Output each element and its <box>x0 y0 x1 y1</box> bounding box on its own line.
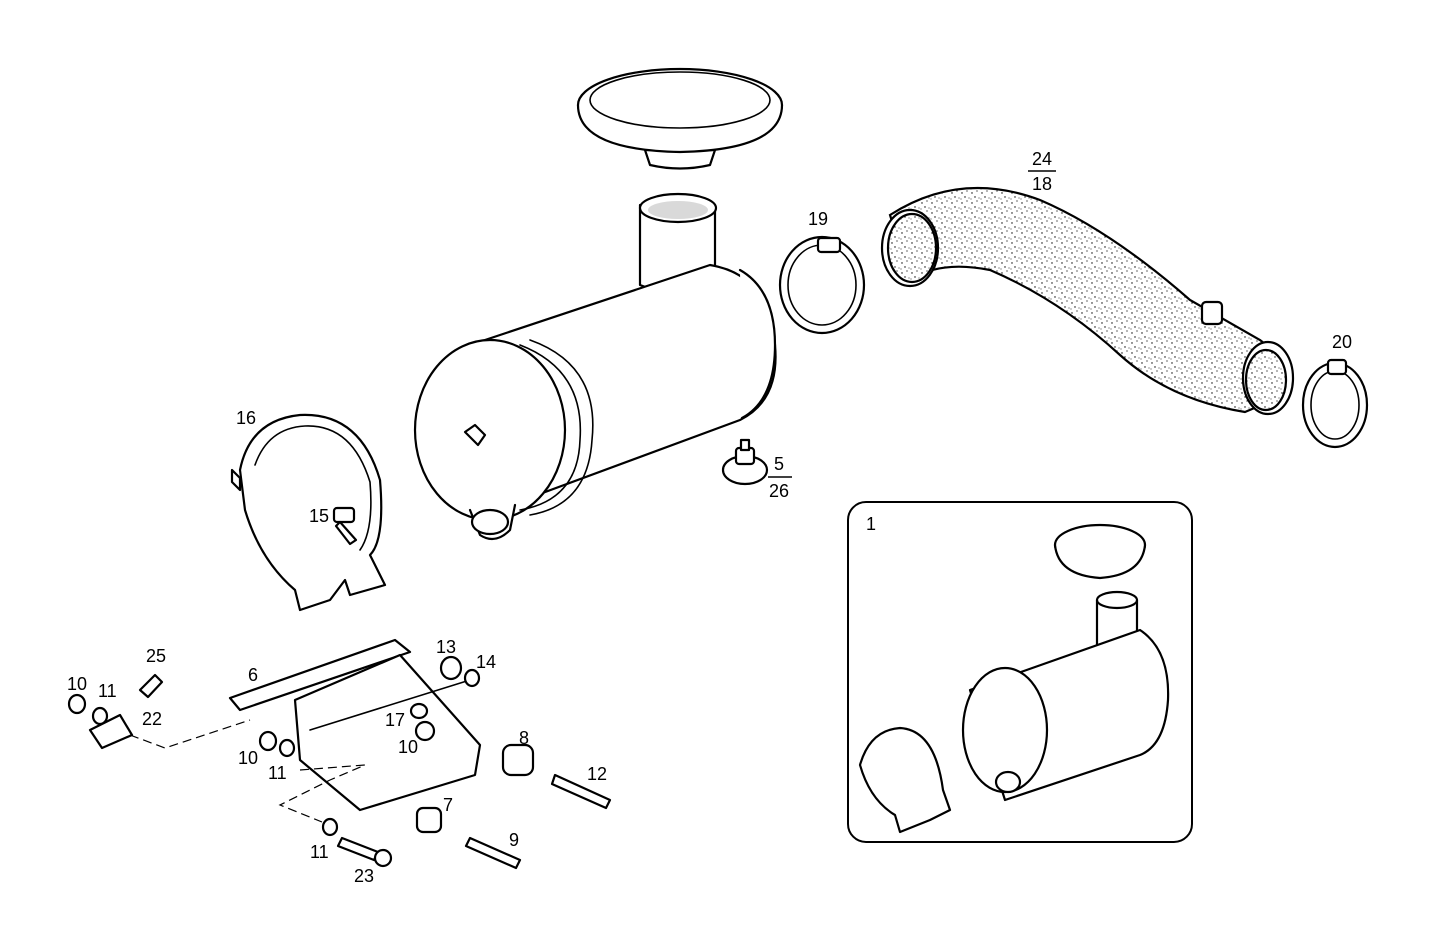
callout-11c: 11 <box>310 842 329 862</box>
callout-13: 13 <box>436 637 456 657</box>
mounting-plate <box>228 638 482 812</box>
callout-6: 6 <box>248 665 258 685</box>
retaining-band <box>230 413 387 612</box>
bolt-15 <box>332 506 358 546</box>
small-hardware <box>67 655 612 870</box>
air-filter-housing <box>413 192 777 541</box>
callout-23: 23 <box>354 866 374 886</box>
callout-26: 26 <box>769 481 789 501</box>
leader-lines <box>129 719 366 823</box>
callout-1: 1 <box>866 514 876 534</box>
callout-labels: 1 5 26 6 7 8 9 10 10 10 11 11 11 12 13 1… <box>67 149 1352 886</box>
dust-valve <box>721 438 769 486</box>
filter-cap <box>576 67 784 170</box>
intake-hose <box>880 186 1295 416</box>
callout-10a: 10 <box>67 674 87 694</box>
callout-25: 25 <box>146 646 166 666</box>
callout-24: 24 <box>1032 149 1052 169</box>
callout-18: 18 <box>1032 174 1052 194</box>
callout-19: 19 <box>808 209 828 229</box>
callout-15: 15 <box>309 506 329 526</box>
callout-20: 20 <box>1332 332 1352 352</box>
callout-22: 22 <box>142 709 162 729</box>
hose-clamp-20 <box>1301 358 1369 449</box>
callout-14: 14 <box>476 652 496 672</box>
callout-17: 17 <box>385 710 405 730</box>
callout-9: 9 <box>509 830 519 850</box>
callout-16: 16 <box>236 408 256 428</box>
inset-assembly-view <box>847 501 1193 843</box>
callout-12: 12 <box>587 764 607 784</box>
callout-8: 8 <box>519 728 529 748</box>
callout-11a: 11 <box>98 681 117 701</box>
hose-clamp-19 <box>778 235 866 335</box>
callout-7: 7 <box>443 795 453 815</box>
callout-10b: 10 <box>238 748 258 768</box>
callout-10c: 10 <box>398 737 418 757</box>
callout-11b: 11 <box>268 763 287 783</box>
callout-5: 5 <box>774 454 784 474</box>
